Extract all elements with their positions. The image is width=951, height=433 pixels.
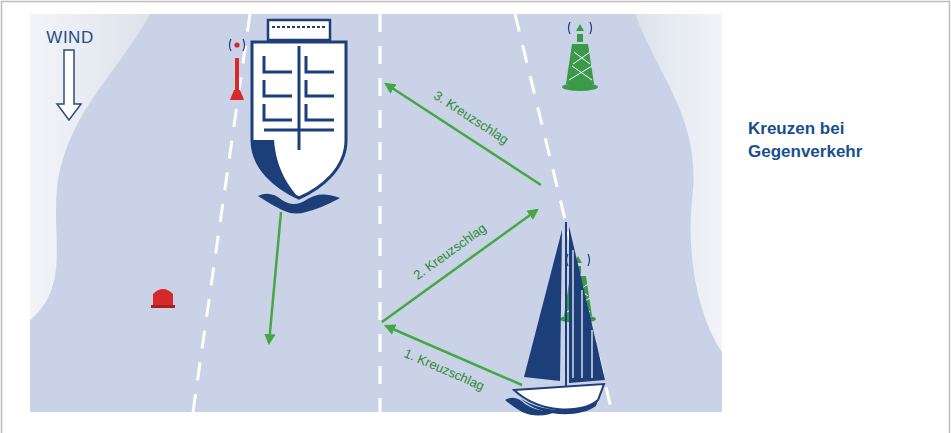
ship — [264, 46, 334, 150]
red-spar-buoy — [230, 39, 245, 100]
ship — [272, 26, 326, 28]
green-tower-buoy — [566, 44, 594, 84]
sailboat — [505, 222, 605, 416]
wind-label: WIND — [46, 28, 93, 48]
right-bank — [635, 14, 722, 352]
green-tower-buoy — [562, 22, 598, 91]
ship-course-arrow — [269, 212, 281, 343]
ship — [268, 20, 330, 40]
red-spar-buoy — [230, 90, 244, 100]
fairway-lines — [515, 14, 612, 412]
ship — [264, 56, 292, 72]
left-bank — [30, 14, 150, 320]
sailboat — [565, 222, 567, 390]
ship — [264, 80, 292, 96]
wind-arrow — [57, 50, 81, 120]
green-tower-buoy — [576, 24, 584, 31]
sailboat — [524, 230, 562, 381]
fairway-lines — [193, 14, 250, 412]
fairway-lines — [379, 14, 382, 412]
red-can-buoy — [151, 305, 175, 308]
tack-arrows — [382, 84, 541, 385]
tack-arrows — [382, 210, 537, 322]
ship — [264, 104, 292, 120]
ship — [252, 20, 346, 214]
green-tower-buoy — [569, 52, 592, 80]
green-tower-buoy — [562, 83, 598, 91]
ship — [252, 140, 299, 198]
ship — [298, 46, 301, 150]
red-spar-buoy — [235, 58, 239, 92]
water — [30, 14, 722, 412]
ship — [258, 194, 340, 214]
sailboat — [573, 250, 592, 378]
green-tower-buoy — [569, 22, 592, 34]
fairway-lines — [193, 14, 612, 412]
ship — [306, 56, 334, 72]
sailboat — [569, 226, 605, 383]
tack-arrows — [386, 84, 541, 185]
wind-arrow — [57, 50, 81, 120]
ship — [306, 104, 334, 120]
ship — [252, 42, 346, 198]
diagram-title: Kreuzen bei Gegenverkehr — [748, 118, 918, 164]
ship — [306, 80, 334, 96]
red-can-buoy — [151, 289, 175, 308]
green-tower-buoy — [577, 34, 583, 42]
sailboat — [505, 398, 560, 416]
ship — [264, 129, 334, 132]
red-spar-buoy — [230, 39, 245, 51]
red-spar-buoy — [234, 42, 239, 47]
red-can-buoy — [153, 289, 173, 305]
